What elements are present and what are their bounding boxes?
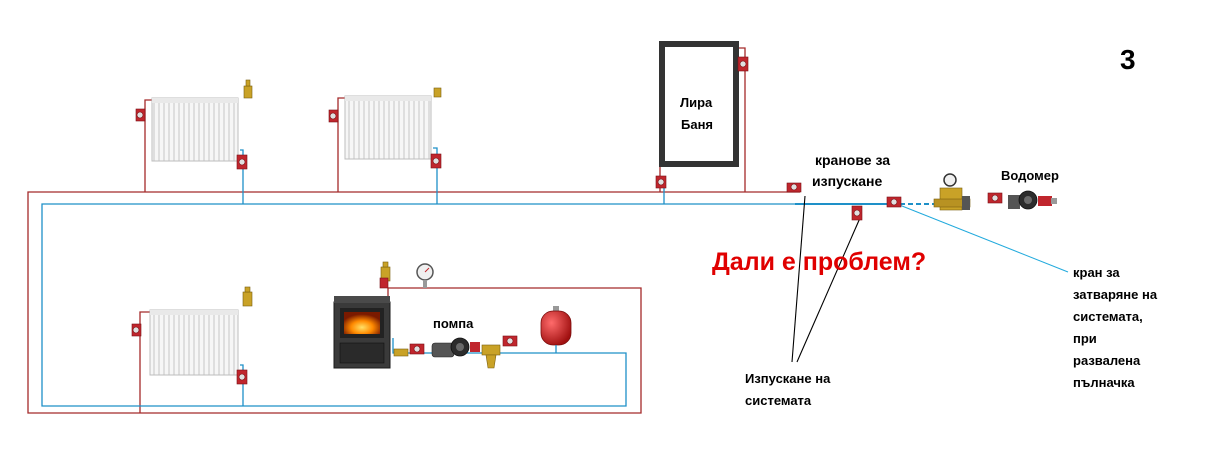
water-meter-icon	[1008, 190, 1057, 210]
stove-icon	[333, 296, 391, 369]
shutoff-label-line1: кран за	[1073, 265, 1120, 280]
lira-towel-radiator	[659, 41, 739, 167]
valve-icon	[236, 369, 248, 385]
valve-icon	[379, 277, 389, 289]
valve-icon	[328, 109, 339, 123]
question-heading: Дали е проблем?	[712, 248, 927, 276]
valve-icon	[737, 56, 749, 72]
shutoff-label-line4: при	[1073, 331, 1097, 346]
page-number: 3	[1120, 44, 1136, 75]
expansion-tank-icon	[540, 306, 572, 353]
shutoff-label-line6: пълначка	[1073, 375, 1135, 390]
valve-icon	[131, 323, 142, 337]
radiator-icon	[149, 309, 239, 376]
valve-icon	[409, 343, 425, 355]
valve-icon	[851, 205, 863, 221]
drain-valves-label-line2: изпускане	[812, 173, 883, 189]
drain-valves-label-line1: кранове за	[815, 152, 891, 168]
valve-icon	[655, 175, 667, 189]
shutoff-label-line5: развалена	[1073, 353, 1141, 368]
pressure-reducer-icon	[933, 173, 971, 211]
pump-icon	[431, 337, 480, 358]
valve-icon	[886, 196, 902, 208]
drain-system-label-line2: системата	[745, 393, 812, 408]
shutoff-label-line2: затваряне на	[1073, 287, 1158, 302]
lira-return	[737, 47, 746, 192]
pressure-gauge-icon	[416, 263, 434, 288]
lira-label-line1: Лира	[680, 95, 713, 110]
air-vent-icon	[433, 87, 442, 98]
drain-pointers	[791, 195, 861, 363]
lira-label-line2: Баня	[681, 117, 714, 132]
shutoff-pointer	[896, 203, 1069, 273]
filter-icon	[393, 344, 501, 369]
radiator-1-return	[240, 149, 244, 204]
main-supply-loop	[27, 191, 800, 414]
valve-icon	[135, 108, 146, 122]
radiator-2-return	[433, 147, 438, 204]
radiator-icon	[344, 95, 432, 160]
valve-icon	[236, 154, 248, 170]
air-vent-icon	[242, 286, 253, 307]
drain-system-label-line1: Изпускане на	[745, 371, 831, 386]
air-vent-icon	[243, 79, 253, 99]
drain-pointer-1	[791, 195, 806, 363]
radiator-3-return	[240, 364, 244, 406]
main-return-loop	[41, 203, 795, 407]
pump-label: помпа	[433, 316, 474, 331]
valve-icon	[987, 192, 1003, 204]
valve-icon	[430, 153, 442, 169]
radiator-icon	[151, 97, 239, 162]
valve-icon	[502, 335, 518, 347]
water-meter-label: Водомер	[1001, 168, 1059, 183]
shutoff-label-line3: системата,	[1073, 309, 1143, 324]
radiator-3-supply	[139, 311, 152, 413]
drain-pointer-2	[796, 217, 861, 363]
valve-icon	[786, 182, 802, 193]
